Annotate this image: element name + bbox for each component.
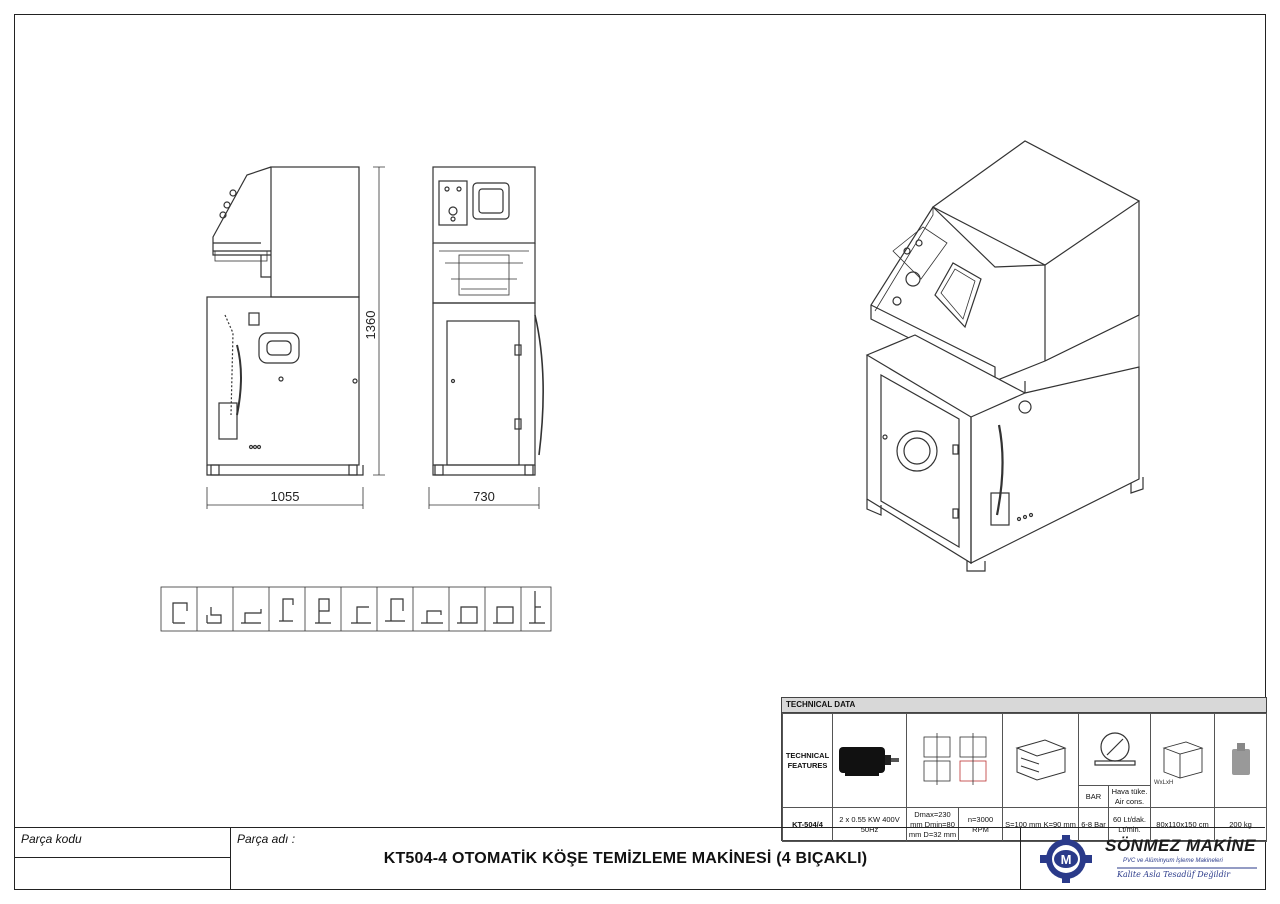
pressure-value: 6-8 Bar (1078, 807, 1109, 842)
technical-drawing: 1360 1055 730 (160, 140, 1144, 632)
part-code-value (15, 858, 231, 890)
dimension-side-width-label: 1055 (271, 489, 300, 504)
profile-strip (160, 586, 552, 632)
front-view (428, 166, 544, 509)
air-cons-subheader: Hava tüke. Air cons. (1108, 785, 1151, 808)
part-name-value: KT504-4 OTOMATİK KÖŞE TEMİZLEME MAKİNESİ… (383, 850, 868, 867)
company-subtitle: PVC ve Alüminyum İşleme Makineleri (1123, 858, 1223, 864)
technical-data-header: TECHNICAL DATA (782, 698, 1266, 713)
part-name-cell: Parça adı : KT504-4 OTOMATİK KÖŞE TEMİZL… (231, 828, 1021, 890)
technical-features-label: TECHNICAL FEATURES (782, 713, 833, 808)
model-code: KT-504/4 (782, 807, 833, 842)
company-name: SÖNMEZ MAKİNE (1105, 836, 1256, 855)
motor-icon (832, 713, 907, 808)
box-dimensions-icon: WxLxH (1150, 713, 1215, 808)
blade-value: Dmax=230 mm Dmin=80 mm D=32 mm (906, 807, 959, 842)
stroke-icon (1002, 713, 1079, 808)
weight-icon (1214, 713, 1267, 808)
part-name-label: Parça adı : (237, 832, 296, 846)
title-block: Parça kodu Parça adı : KT504-4 OTOMATİK … (15, 827, 1265, 890)
company-motto: Kalite Asla Tesadüf Değildir (1117, 870, 1231, 879)
rpm-value: n=3000 RPM (958, 807, 1003, 842)
dimension-front-width-label: 730 (473, 489, 495, 504)
isometric-view (865, 140, 1144, 572)
technical-data-table: TECHNICAL DATA TECHNICAL FEATURES (781, 697, 1267, 842)
weight-value: 200 kg (1214, 807, 1267, 842)
motor-value: 2 x 0.55 KW 400V 50Hz (832, 807, 907, 842)
drawing-sheet: 1360 1055 730 TECHNICAL DATA TECHNICAL F… (14, 14, 1267, 890)
part-code-label: Parça kodu (15, 828, 231, 858)
logo-rule (1117, 867, 1257, 869)
size-value: 80x110x150 cm (1150, 807, 1215, 842)
dimension-height-label: 1360 (363, 311, 378, 340)
pressure-gauge-icon (1078, 713, 1151, 786)
company-logo-icon: M (1040, 835, 1092, 883)
svg-text:WxLxH: WxLxH (1154, 780, 1173, 786)
svg-text:M: M (1061, 852, 1072, 867)
bar-subheader: BAR (1078, 785, 1109, 808)
blade-icon (906, 713, 1003, 808)
company-logo-block: M SÖNMEZ MAKİNE PVC ve Alüminyum İşleme … (1021, 828, 1265, 890)
side-view (206, 166, 385, 509)
